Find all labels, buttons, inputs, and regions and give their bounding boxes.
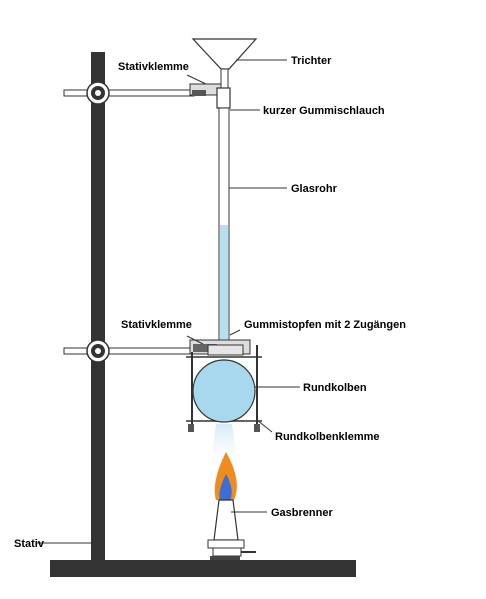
middle-clamp	[63, 339, 251, 363]
label-gasbrenner: Gasbrenner	[271, 507, 333, 519]
stand-base	[50, 560, 356, 577]
label-stativklemme-mid: Stativklemme	[121, 319, 192, 331]
label-rundkolbenklemme: Rundkolbenklemme	[275, 431, 380, 443]
leader-lines	[36, 59, 300, 544]
label-stativklemme-top: Stativklemme	[118, 61, 189, 73]
label-rundkolben: Rundkolben	[303, 382, 367, 394]
rubber-stopper	[207, 344, 244, 356]
gas-burner	[207, 499, 256, 560]
glass-tube	[218, 107, 230, 349]
burner-flame	[214, 452, 237, 500]
rubber-hose	[216, 87, 231, 109]
stand-rod	[91, 52, 105, 562]
funnel	[191, 38, 258, 92]
top-clamp	[63, 81, 226, 105]
label-gummischlauch: kurzer Gummischlauch	[263, 105, 385, 117]
label-gummistopfen: Gummistopfen mit 2 Zugängen	[244, 319, 406, 331]
heat-glow	[210, 424, 238, 470]
label-glasrohr: Glasrohr	[291, 183, 338, 195]
tube-liquid	[220, 225, 228, 347]
label-stativ: Stativ	[14, 538, 45, 550]
round-flask	[192, 359, 256, 423]
label-trichter: Trichter	[291, 55, 332, 67]
